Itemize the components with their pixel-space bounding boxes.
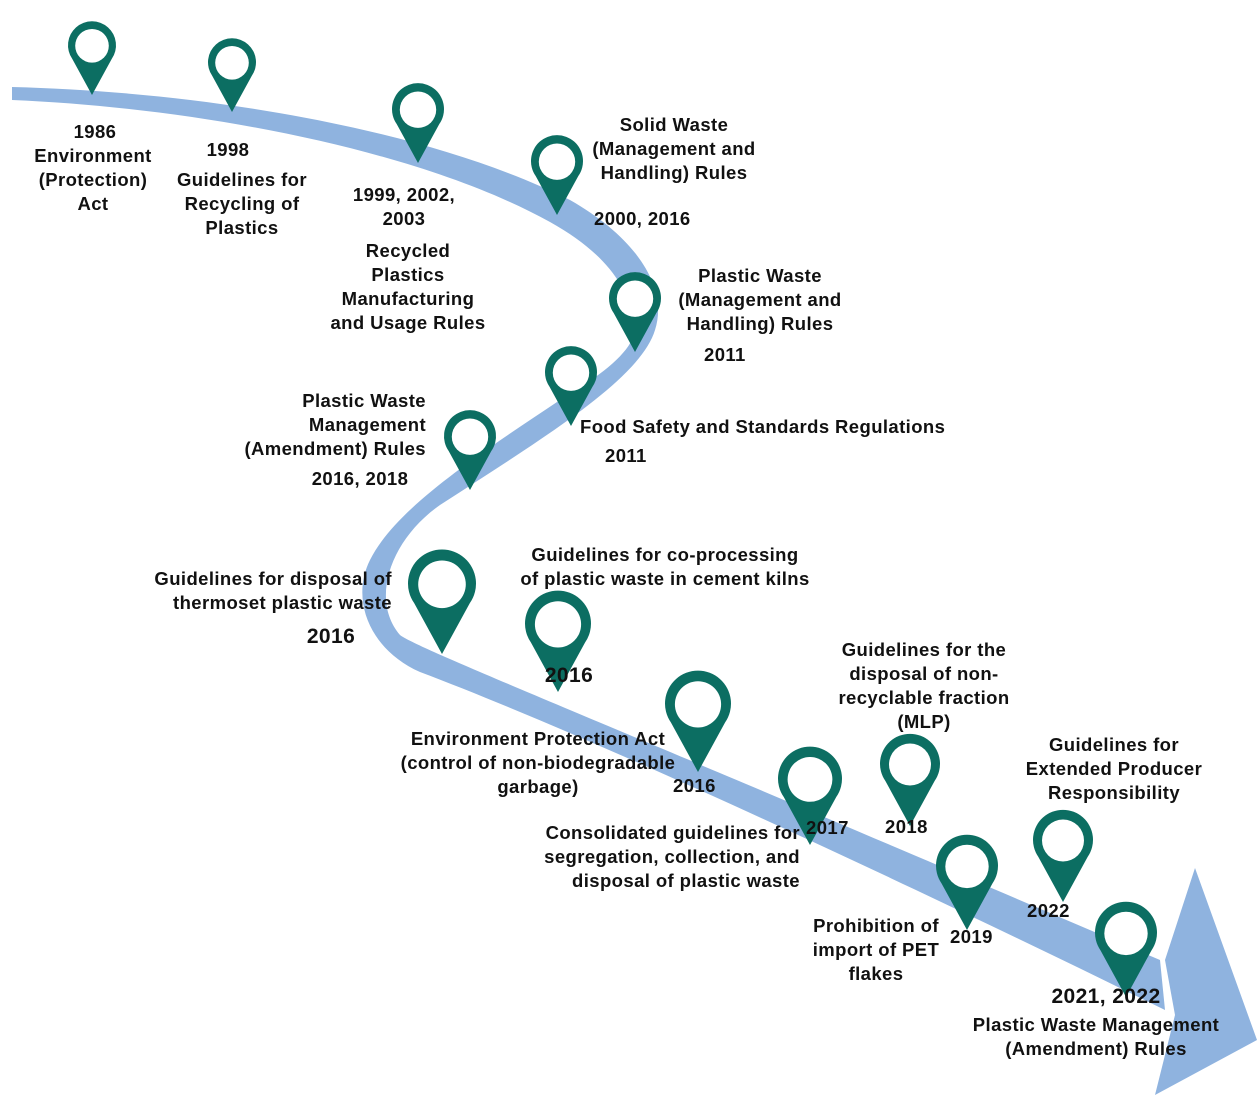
year-2017: 2017: [806, 817, 849, 838]
map-pin-icon: [408, 549, 476, 654]
event-mlp-guidelines: Guidelines for the disposal of non- recy…: [838, 639, 1010, 732]
event-epr-guidelines: Guidelines for Extended Producer Respons…: [1025, 734, 1203, 803]
map-pin-icon: [880, 733, 941, 826]
map-pin-icon: [609, 272, 661, 352]
map-pin-icon: [545, 346, 597, 426]
event-plastic-waste-rules: Plastic Waste (Management and Handling) …: [678, 265, 842, 334]
road-arrowhead: [1155, 868, 1257, 1095]
year-1998: 1998: [206, 139, 250, 160]
year-1999-2002-2003: 1999, 2002, 2003: [352, 184, 456, 229]
road-band: [12, 87, 1165, 1010]
map-pin-icon: [1033, 809, 1093, 902]
event-consolidated-guidelines: Consolidated guidelines for segregation,…: [544, 822, 800, 891]
year-2011-pwm: 2011: [704, 344, 746, 365]
year-2000-2016: 2000, 2016: [594, 208, 691, 229]
event-recycling-guidelines: Guidelines for Recycling of Plastics: [177, 169, 307, 238]
year-2016-2018: 2016, 2018: [311, 468, 409, 489]
event-pet-flakes-prohibition: Prohibition of import of PET flakes: [812, 915, 940, 984]
year-2016-epa: 2016: [673, 775, 716, 796]
year-2021-2022: 2021, 2022: [1051, 985, 1161, 1008]
event-food-safety-regulations: Food Safety and Standards Regulations: [580, 416, 946, 437]
event-recycled-plastics-rules: Recycled Plastics Manufacturing and Usag…: [330, 240, 486, 333]
event-cement-kiln-guidelines: Guidelines for co-processing of plastic …: [520, 544, 810, 589]
year-2016-cement: 2016: [544, 664, 594, 687]
year-2022-epr: 2022: [1027, 900, 1070, 921]
map-pin-icon: [68, 21, 116, 95]
year-1986: 1986: [73, 121, 117, 142]
event-thermoset-guidelines: Guidelines for disposal of thermoset pla…: [154, 568, 392, 613]
map-pin-icon: [531, 135, 583, 215]
map-pin-icon: [778, 746, 842, 845]
map-pin-icon: [665, 670, 731, 772]
map-pin-icon: [1094, 901, 1157, 997]
event-solid-waste-rules: Solid Waste (Management and Handling) Ru…: [592, 114, 756, 183]
year-2016-thermoset: 2016: [306, 625, 356, 648]
year-2011-fss: 2011: [605, 445, 647, 466]
year-2019: 2019: [950, 926, 993, 947]
year-2018: 2018: [885, 816, 928, 837]
map-pin-icon: [392, 83, 444, 163]
event-plastic-waste-amendment: Plastic Waste Management (Amendment) Rul…: [244, 390, 426, 459]
map-pin-icon: [525, 590, 592, 692]
map-pin-icon: [935, 834, 998, 930]
map-pin-icon: [444, 410, 496, 490]
map-pin-icon: [208, 38, 257, 113]
event-environment-protection-act: Environment (Protection) Act: [34, 145, 152, 214]
event-epa-garbage: Environment Protection Act (control of n…: [400, 728, 676, 797]
event-plastic-waste-amendment-2021: Plastic Waste Management (Amendment) Rul…: [972, 1014, 1220, 1059]
